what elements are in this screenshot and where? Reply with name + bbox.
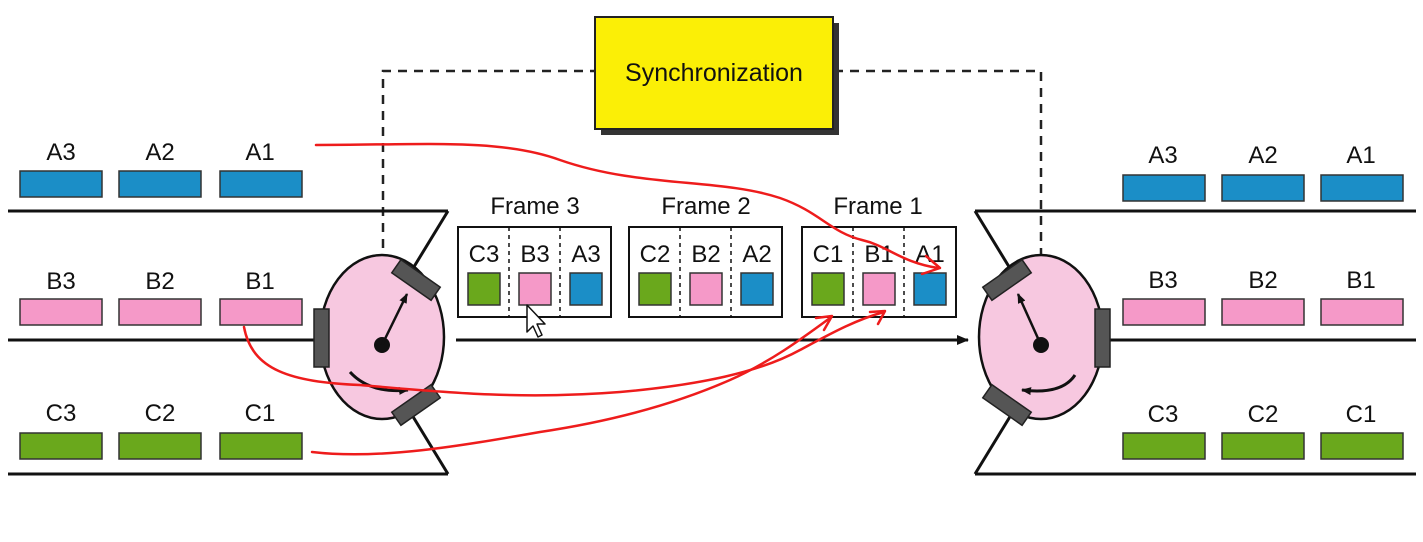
right-channel-a: A3 A2 A1	[1122, 142, 1404, 202]
mux-pointer	[380, 293, 409, 346]
left-channel-c: C3 C2 C1	[19, 400, 303, 460]
right-b-unit-1	[1122, 298, 1206, 326]
right-b-label-1: B3	[1148, 267, 1177, 294]
right-a-label-2: A2	[1248, 142, 1277, 169]
right-lines	[973, 209, 1416, 476]
demux-rotation-arrow	[1021, 374, 1077, 396]
frame-2-slot-2	[689, 272, 723, 306]
frame-1: Frame 1 C1 B1 A1	[801, 193, 957, 318]
mux-contact-b	[313, 308, 330, 368]
frame-3-slot-2-label: B3	[520, 241, 549, 268]
frame-3-label: Frame 3	[490, 193, 579, 220]
left-c-unit-1	[19, 432, 103, 460]
right-b-unit-2	[1221, 298, 1305, 326]
frame-3-slot-2	[518, 272, 552, 306]
frame-2-slot-3	[740, 272, 774, 306]
left-a-label-3: A1	[245, 139, 274, 166]
left-c-label-2: C2	[145, 400, 176, 427]
annotation-arrow-a1	[314, 142, 940, 270]
right-c-label-1: C3	[1148, 401, 1179, 428]
left-b-label-3: B1	[245, 268, 274, 295]
annotation-arrows	[242, 142, 942, 456]
frame-2-slot-2-label: B2	[691, 241, 720, 268]
frame-3-slot-1	[467, 272, 501, 306]
frame-2: Frame 2 C2 B2 A2	[628, 193, 783, 318]
right-a-label-1: A3	[1148, 142, 1177, 169]
frame-1-slot-1-label: C1	[813, 241, 844, 268]
demux-contact-b	[1094, 308, 1111, 368]
frame-1-slot-3	[913, 272, 947, 306]
right-c-label-2: C2	[1248, 401, 1279, 428]
sync-label: Synchronization	[625, 59, 803, 87]
mux-contact-a	[390, 258, 442, 302]
right-b-label-2: B2	[1248, 267, 1277, 294]
left-c-unit-2	[118, 432, 202, 460]
left-a-unit-1	[19, 170, 103, 198]
left-b-label-1: B3	[46, 268, 75, 295]
left-c-unit-3	[219, 432, 303, 460]
frame-3-slot-3	[569, 272, 603, 306]
sync-box: Synchronization	[594, 16, 839, 135]
left-lines	[8, 209, 450, 476]
left-a-unit-3	[219, 170, 303, 198]
frame-3-slot-1-label: C3	[469, 241, 500, 268]
right-c-label-3: C1	[1346, 401, 1377, 428]
frame-2-slot-3-label: A2	[742, 241, 771, 268]
left-b-unit-1	[19, 298, 103, 326]
right-channel-c: C3 C2 C1	[1122, 401, 1404, 460]
right-a-unit-3	[1320, 174, 1404, 202]
right-a-unit-1	[1122, 174, 1206, 202]
demux-contact-a	[981, 258, 1033, 302]
left-b-unit-2	[118, 298, 202, 326]
left-a-label-1: A3	[46, 139, 75, 166]
frame-1-slot-2	[862, 272, 896, 306]
left-a-label-2: A2	[145, 139, 174, 166]
right-b-unit-3	[1320, 298, 1404, 326]
demux-contact-c	[981, 383, 1033, 427]
annotation-arrowhead-b1	[868, 309, 887, 326]
demultiplexer	[977, 253, 1111, 427]
frame-1-label: Frame 1	[833, 193, 922, 220]
left-c-label-1: C3	[46, 400, 77, 427]
left-channel-a: A3 A2 A1	[19, 139, 303, 198]
right-a-unit-2	[1221, 174, 1305, 202]
frame-2-label: Frame 2	[661, 193, 750, 220]
left-b-label-2: B2	[145, 268, 174, 295]
frame-2-slot-1-label: C2	[640, 241, 671, 268]
frame-3-slot-3-label: A3	[571, 241, 600, 268]
frame-3: Frame 3 C3 B3 A3	[457, 193, 612, 318]
annotation-arrow-c1	[310, 316, 832, 456]
annotation-arrowhead-a1	[920, 254, 942, 276]
left-c-label-3: C1	[245, 400, 276, 427]
left-channel-b: B3 B2 B1	[19, 268, 303, 326]
left-a-unit-2	[118, 170, 202, 198]
right-c-unit-3	[1320, 432, 1404, 460]
right-channel-b: B3 B2 B1	[1122, 267, 1404, 326]
right-c-unit-1	[1122, 432, 1206, 460]
multiplexer	[313, 253, 446, 427]
frame-1-slot-1	[811, 272, 845, 306]
right-a-label-3: A1	[1346, 142, 1375, 169]
right-c-unit-2	[1221, 432, 1305, 460]
annotation-arrow-b1	[242, 310, 886, 397]
left-b-unit-3	[219, 298, 303, 326]
sync-link	[381, 69, 1043, 344]
annotation-arrowhead-c1	[814, 314, 834, 332]
mouse-cursor-icon	[526, 304, 546, 338]
demux-pointer	[1016, 293, 1043, 346]
right-b-label-3: B1	[1346, 267, 1375, 294]
frame-2-slot-1	[638, 272, 672, 306]
